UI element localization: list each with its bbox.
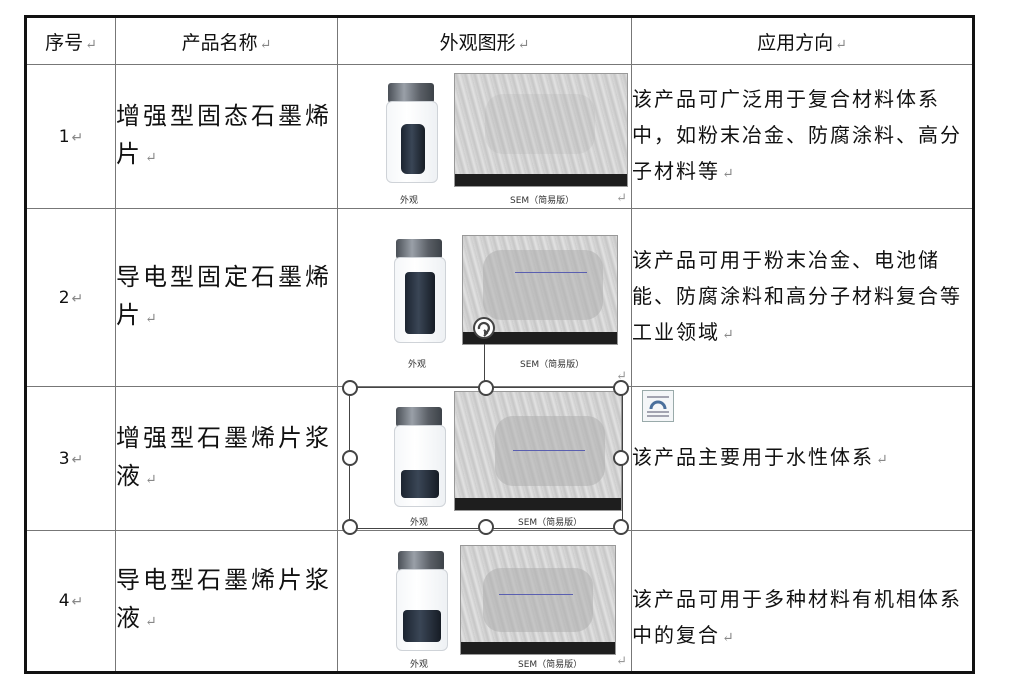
row-number: 2↵ [25, 208, 116, 387]
paragraph-mark-icon: ↵ [85, 36, 97, 53]
paragraph-mark-icon: ↵ [145, 614, 160, 630]
return-mark-icon: ↵ [616, 369, 627, 384]
paragraph-mark-icon: ↵ [835, 36, 847, 53]
paragraph-mark-icon: ↵ [145, 149, 160, 166]
appearance-figure-cell[interactable]: 外观 SEM（简易版） ↵ [337, 530, 632, 673]
jar-photo [394, 407, 446, 507]
appearance-caption: 外观 [400, 196, 419, 206]
jar-photo [396, 551, 448, 651]
product-name[interactable]: 增强型固态石墨烯片↵ [115, 64, 338, 209]
header-application: 应用方向↵ [631, 16, 974, 65]
layout-options-icon[interactable] [642, 390, 674, 422]
paragraph-mark-icon: ↵ [722, 629, 736, 646]
table-row: 1↵ 增强型固态石墨烯片↵ 外观 SEM（简易版） ↵ 该产品可广泛用于复合材料… [25, 64, 974, 209]
appearance-caption: 外观 [410, 518, 429, 528]
appearance-figure-cell[interactable]: 外观 SEM（简易版） ↵ [337, 64, 632, 209]
paragraph-mark-icon: ↵ [71, 594, 84, 610]
row-number: 1↵ [25, 64, 116, 209]
resize-handle-bottom-right[interactable] [613, 519, 629, 535]
appearance-caption: 外观 [408, 360, 427, 370]
rotate-handle-stem [484, 344, 485, 382]
jar-photo [394, 239, 446, 343]
return-mark-icon: ↵ [616, 191, 627, 206]
appearance-figure-cell[interactable]: 外观 SEM（简易版） [337, 386, 632, 531]
rotate-handle-icon[interactable] [472, 316, 496, 340]
resize-handle-bottom-left[interactable] [342, 519, 358, 535]
return-mark-icon: ↵ [616, 654, 627, 669]
sem-image [462, 235, 618, 345]
resize-handle-bottom[interactable] [478, 519, 494, 535]
product-name[interactable]: 增强型石墨烯片浆液↵ [115, 386, 338, 531]
application-text[interactable]: 该产品可广泛用于复合材料体系中，如粉末冶金、防腐涂料、高分子材料等↵ [631, 64, 974, 209]
table-header-row: 序号↵ 产品名称↵ 外观图形↵ 应用方向↵ [25, 16, 974, 65]
application-text[interactable]: 该产品可用于粉末冶金、电池储能、防腐涂料和高分子材料复合等工业领域↵ [631, 208, 974, 387]
paragraph-mark-icon: ↵ [722, 327, 736, 343]
application-text[interactable]: 该产品主要用于水性体系↵ [631, 386, 974, 531]
row-number: 4↵ [25, 530, 116, 673]
resize-handle-top[interactable] [478, 380, 494, 396]
resize-handle-top-left[interactable] [342, 380, 358, 396]
resize-handle-left[interactable] [342, 450, 358, 466]
paragraph-mark-icon: ↵ [722, 166, 736, 182]
image-selection-frame[interactable] [349, 387, 623, 529]
product-name[interactable]: 导电型固定石墨烯片↵ [115, 208, 338, 387]
paragraph-mark-icon: ↵ [145, 471, 160, 488]
application-text[interactable]: 该产品可用于多种材料有机相体系中的复合↵ [631, 530, 974, 673]
sem-caption: SEM（简易版） [518, 660, 583, 670]
row-number: 3↵ [25, 386, 116, 531]
product-name[interactable]: 导电型石墨烯片浆液↵ [115, 530, 338, 673]
header-name: 产品名称↵ [115, 16, 338, 65]
page-top [0, 0, 1024, 14]
header-num: 序号↵ [25, 16, 116, 65]
resize-handle-right[interactable] [613, 450, 629, 466]
paragraph-mark-icon: ↵ [876, 452, 890, 468]
sem-caption: SEM（简易版） [518, 518, 583, 528]
sem-image [454, 391, 622, 511]
header-appearance: 外观图形↵ [337, 16, 632, 65]
table-row: 2↵ 导电型固定石墨烯片↵ 外观 SEM（简易版） ↵ 该产品可用于粉末冶金、电… [25, 208, 974, 387]
product-table: 序号↵ 产品名称↵ 外观图形↵ 应用方向↵ 1↵ 增强型固态石墨烯片↵ 外观 S… [24, 15, 975, 674]
table-row: 4↵ 导电型石墨烯片浆液↵ 外观 SEM（简易版） ↵ 该产品可用于多种材料有机… [25, 530, 974, 673]
sem-caption: SEM（简易版） [520, 360, 585, 370]
paragraph-mark-icon: ↵ [145, 310, 160, 327]
paragraph-mark-icon: ↵ [71, 129, 84, 146]
paragraph-mark-icon: ↵ [71, 290, 84, 307]
paragraph-mark-icon: ↵ [71, 451, 84, 468]
sem-image [460, 545, 616, 655]
sem-caption: SEM（简易版） [510, 196, 575, 206]
paragraph-mark-icon: ↵ [259, 36, 272, 53]
table-row: 3↵ 增强型石墨烯片浆液↵ 外观 SEM（简易版） 该产品主要用于水性体系↵ [25, 386, 974, 531]
paragraph-mark-icon: ↵ [517, 36, 530, 53]
jar-photo [386, 83, 438, 183]
sem-image [454, 73, 628, 187]
appearance-caption: 外观 [410, 660, 429, 670]
resize-handle-top-right[interactable] [613, 380, 629, 396]
